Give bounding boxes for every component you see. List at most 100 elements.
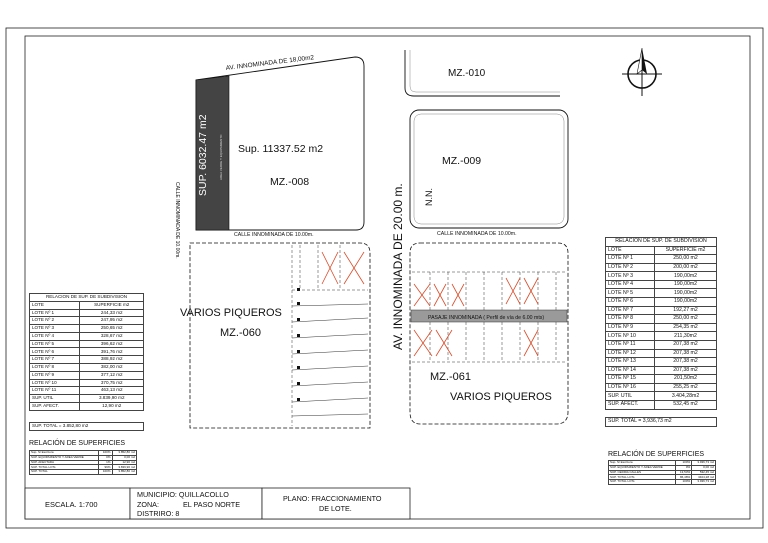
- mz-060-lot-markers: [297, 288, 300, 401]
- table-cell: SUP. TOTAL LOTs: [607, 479, 677, 485]
- table-cell: LOTE Nº 12: [604, 348, 656, 359]
- table-cell: 211,30m2: [654, 331, 717, 341]
- table-cell: 250,65 m2: [79, 324, 144, 333]
- table-row: SUP. AFECT.532,45 m2: [604, 400, 717, 410]
- block-060-owner: VARIOS PIQUEROS: [180, 307, 282, 319]
- table-cell: 207,38 m2: [654, 357, 717, 367]
- street-mid-left-label: CALLE INNOMINADA DE 10.00m.: [234, 232, 314, 238]
- table-cell: LOTE Nº 8: [28, 363, 81, 372]
- north-arrow-icon: [622, 47, 662, 96]
- table-cell: SUP. AFECT.: [604, 400, 656, 410]
- table-cell: 388,92 m2: [79, 355, 144, 365]
- table-cell: 328,67 m2: [79, 331, 144, 341]
- table-cell: LOTE Nº 5: [28, 339, 81, 349]
- zona-label: ZONA:: [137, 500, 159, 509]
- table-cell: SUP. TOTAL: [28, 469, 100, 475]
- table-cell: SUP. UTIL: [604, 391, 656, 401]
- table-cell: 396,62 m2: [79, 339, 144, 349]
- plano-line1: PLANO: FRACCIONAMIENTO: [283, 494, 382, 503]
- table-cell: 370,75 m2: [79, 378, 144, 388]
- table-row: SUP. AFECT.12,90 m2: [28, 401, 144, 411]
- table-cell: 250,00 m2: [654, 254, 717, 264]
- table-cell: 12,90 m2: [79, 401, 144, 411]
- distrito-label: DISTRIRO: 8: [137, 509, 180, 518]
- right-table-total: SUP. TOTAL = 3,936,73 m2: [605, 417, 717, 427]
- table-cell: LOTE Nº 8: [604, 314, 656, 324]
- block-009-label: MZ.-009: [442, 155, 481, 167]
- table-cell: 247,95 m2: [79, 316, 144, 326]
- table-cell: 200,00 m2: [654, 262, 717, 273]
- table-cell: 3.852,80 m2: [111, 469, 138, 475]
- block-061-label: MZ.-061: [430, 371, 471, 383]
- table-cell: LOTE Nº 3: [28, 324, 81, 333]
- table-cell: 3.936,73 m2: [691, 479, 716, 485]
- green-area-strip: [195, 75, 230, 231]
- left-table-header-lote: LOTE: [28, 300, 81, 310]
- sheet-outer-frame: [5, 27, 764, 529]
- right-subdivision-table: RELACION DE SUP. DE SUBDIVISION LOTE SUP…: [604, 237, 717, 410]
- table-cell: 192,27 m2: [654, 305, 717, 316]
- block-mz-008: [195, 56, 365, 231]
- table-cell: LOTE Nº 11: [604, 339, 656, 350]
- table-cell: 207,38 m2: [654, 365, 717, 376]
- table-cell: LOTE Nº 4: [604, 279, 656, 290]
- title-block-frame: [24, 487, 411, 520]
- zona-value: EL PASO NORTE: [183, 500, 240, 509]
- left-table-header-sup: SUPERFICIE m2: [79, 300, 144, 310]
- left-table-total: SUP. TOTAL = 3.852,80 m2: [29, 422, 144, 431]
- scale-label: ESCALA. 1:700: [45, 500, 98, 509]
- table-cell: SUP. UTIL: [28, 394, 81, 403]
- block-061-owner: VARIOS PIQUEROS: [450, 391, 552, 403]
- block-mz-009: [409, 109, 569, 229]
- table-cell: 254,35 m2: [654, 322, 717, 333]
- table-cell: 391,76 m2: [79, 347, 144, 357]
- plano-line2: DE LOTE.: [319, 504, 352, 513]
- table-cell: 532,45 m2: [654, 400, 717, 410]
- table-cell: LOTE Nº 7: [28, 355, 81, 365]
- table-cell: 190,00m2: [654, 297, 717, 307]
- pasaje-label: PASAJE INNOMINADA ( Perfil de vía de 6.0…: [428, 315, 544, 321]
- table-cell: LOTE Nº 10: [28, 378, 81, 388]
- pasaje-strip: [410, 309, 568, 323]
- table-cell: 190,00m2: [654, 279, 717, 290]
- table-cell: 382,00 m2: [79, 363, 144, 372]
- table-cell: 207,38 m2: [654, 348, 717, 359]
- table-cell: 207,38 m2: [654, 339, 717, 350]
- table-cell: LOTE Nº 6: [28, 347, 81, 357]
- table-cell: LOTE Nº 9: [28, 370, 81, 380]
- avenue-main-label: AV. INNOMINADA DE 20.00 m.: [391, 183, 405, 350]
- table-cell: LOTE Nº 1: [28, 308, 81, 318]
- table-cell: LOTE Nº 13: [604, 357, 656, 367]
- table-cell: 250,00 m2: [654, 314, 717, 324]
- table-cell: LOTE Nº 14: [604, 365, 656, 376]
- right-table-header-sup: SUPERFICIE m2: [654, 245, 717, 256]
- mz-061-lot-lines: [412, 271, 566, 363]
- left-table-title: RELACION DE SUP. DE SUBDIVISION: [29, 293, 144, 302]
- mz-061-cancel-marks: [413, 277, 539, 357]
- table-cell: LOTE Nº 2: [604, 262, 656, 273]
